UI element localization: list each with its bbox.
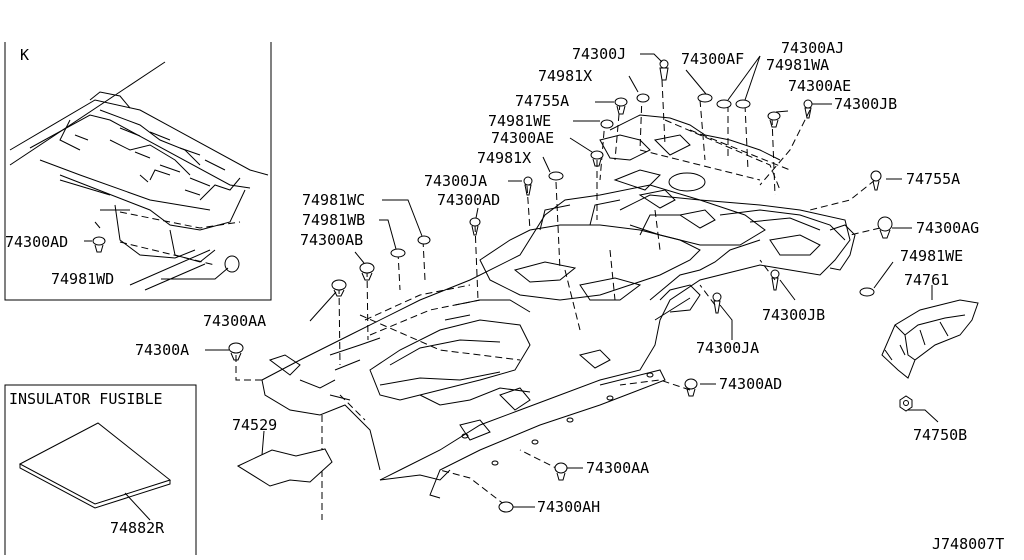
callout-inset-74981wd: 74981WD [51, 270, 114, 288]
plug-74300ah [498, 501, 514, 513]
inset-k-frame [4, 42, 272, 301]
callout-74300ae-left: 74300AE [491, 129, 554, 147]
callout-74981x-mid: 74981X [477, 149, 531, 167]
inset-k-letter: K [20, 46, 29, 64]
clip-74755a-top [614, 97, 628, 115]
callout-74300aa-bottom: 74300AA [586, 459, 649, 477]
callout-74882r: 74882R [110, 519, 165, 537]
plug-74981x-mid [548, 171, 564, 181]
callout-74981we-right: 74981WE [900, 247, 963, 265]
plug-74981we-top [600, 119, 614, 129]
plug-74981x-top [636, 93, 650, 103]
clip-74300ad-mid [469, 217, 481, 236]
leader-inset-74981wd [161, 267, 229, 280]
callout-labels: 74300J 74300AF 74300AJ 74981WA 74981X 74… [135, 39, 1004, 553]
callout-74300a: 74300A [135, 341, 189, 359]
callout-74300ja-top: 74300JA [424, 172, 487, 190]
inset-insulator: INSULATOR FUSIBLE 74882R [4, 384, 197, 555]
screw-74300jb-bottom [770, 269, 780, 291]
callout-74981x-top: 74981X [538, 67, 592, 85]
callout-74300ag: 74300AG [916, 219, 979, 237]
clip-74300ab [359, 262, 375, 281]
inset-insulator-frame [4, 384, 197, 555]
callout-74755a-top: 74755A [515, 92, 569, 110]
plug-74300aj [716, 99, 732, 109]
callout-inset-74300ad: 74300AD [5, 233, 68, 251]
screw-74300jb-top [803, 99, 813, 119]
plug-74981wc [417, 235, 431, 245]
clip-74300aa-bottom [554, 462, 568, 481]
inset-insulator-title: INSULATOR FUSIBLE [9, 390, 163, 408]
callout-74300ad-bottom: 74300AD [719, 375, 782, 393]
callout-74300aa-left: 74300AA [203, 312, 266, 330]
screw-74300ja-top [523, 176, 533, 196]
callout-74300j: 74300J [572, 45, 626, 63]
callout-74300af: 74300AF [681, 50, 744, 68]
insulator-sheet [18, 422, 172, 509]
callout-74300jb-top: 74300JB [834, 95, 897, 113]
panel-74529 [236, 448, 333, 487]
bracket-74761 [881, 299, 979, 379]
plug-74981wa [735, 99, 751, 109]
callout-74300ja-bottom: 74300JA [696, 339, 759, 357]
callout-74300ad-mid: 74300AD [437, 191, 500, 209]
fastener-74300j [659, 59, 669, 81]
clip-74300ae-right [767, 111, 781, 128]
inset-k-clip-74300ad [92, 236, 106, 253]
plug-74300af [697, 93, 713, 103]
plug-74981we-right [859, 287, 875, 297]
clip-74300a [228, 342, 244, 361]
diagram-id: J748007T [932, 535, 1004, 553]
inset-k-floor-drawing [9, 61, 269, 291]
leader-74882r [124, 492, 151, 521]
callout-74529: 74529 [232, 416, 277, 434]
clip-74300ae-left [590, 150, 604, 167]
clip-74300ad-bottom [684, 378, 698, 397]
callout-74300jb-bottom: 74300JB [762, 306, 825, 324]
callout-74300aj: 74300AJ [781, 39, 844, 57]
leader-lines [205, 53, 939, 508]
nut-74750b [899, 395, 913, 412]
callout-74981wc: 74981WC [302, 191, 365, 209]
fasteners [228, 59, 979, 513]
main-floor-drawing [235, 79, 881, 520]
callout-74761: 74761 [904, 271, 949, 289]
callout-74300ab: 74300AB [300, 231, 363, 249]
callout-74981we-top: 74981WE [488, 112, 551, 130]
callout-74981wb: 74981WB [302, 211, 365, 229]
callout-74981wa: 74981WA [766, 56, 829, 74]
clip-74755a-right [870, 170, 882, 191]
callout-74300ah: 74300AH [537, 498, 600, 516]
callout-74750b: 74750B [913, 426, 967, 444]
screw-74300ja-bottom [712, 292, 722, 314]
callout-74755a-right: 74755A [906, 170, 960, 188]
clip-74300ag [877, 216, 893, 239]
clip-74300aa-left [331, 279, 347, 297]
plug-74981wb [390, 248, 406, 258]
inset-k-plug-74981wd [224, 255, 240, 273]
callout-74300ae-right: 74300AE [788, 77, 851, 95]
inset-k: K [4, 42, 272, 301]
